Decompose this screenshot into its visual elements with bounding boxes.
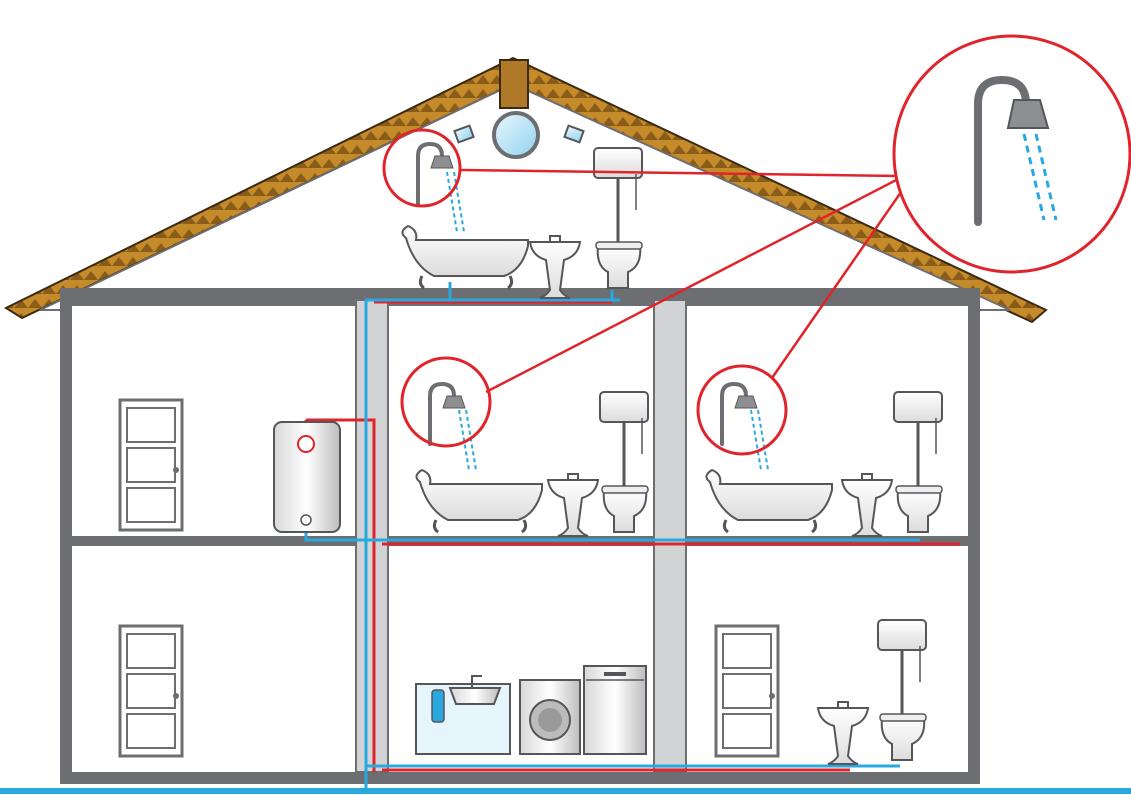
- ground-water-main: [0, 788, 1131, 794]
- ground-floor-fixtures: [118, 618, 928, 765]
- showerhead-callout: [382, 34, 1131, 456]
- upper-floor-fixtures: [118, 382, 944, 537]
- showerhead-icon: [892, 34, 1131, 274]
- water-filter-icon: [415, 675, 511, 755]
- cold-water-pipes: [304, 282, 920, 790]
- dishwasher-icon: [583, 665, 647, 755]
- hot-water-pipes: [304, 300, 960, 772]
- skylight-icon: [453, 124, 585, 144]
- washing-machine-icon: [519, 679, 581, 755]
- roof: [3, 56, 1048, 324]
- water-heater-icon: [273, 421, 341, 533]
- door-icon: [118, 398, 184, 532]
